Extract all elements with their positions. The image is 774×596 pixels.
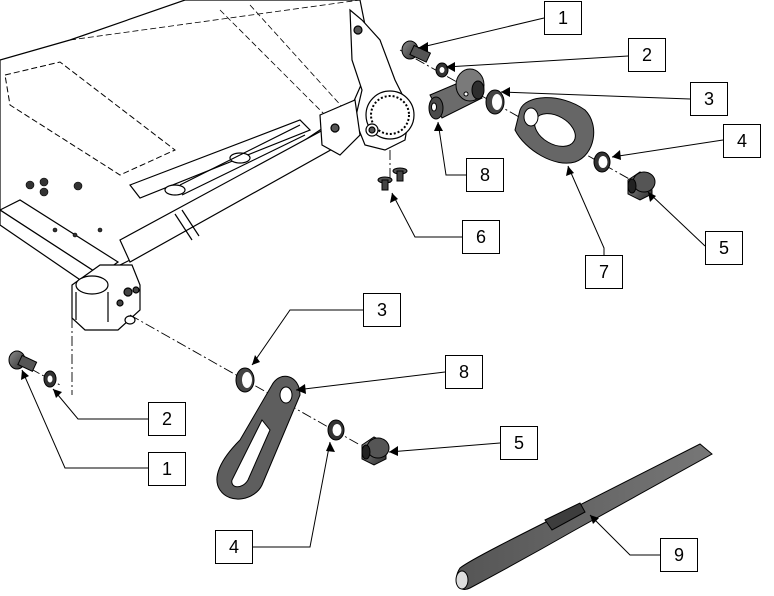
part-4-washer-bottom bbox=[327, 419, 345, 441]
callout-2-bottom: 2 bbox=[148, 402, 186, 436]
callout-1-top: 1 bbox=[544, 1, 582, 35]
callout-9: 9 bbox=[660, 538, 698, 572]
callout-1-bottom: 1 bbox=[148, 452, 186, 486]
part-3-washer-top bbox=[485, 89, 505, 115]
part-2-washer-bottom bbox=[43, 370, 57, 388]
callout-4-top: 4 bbox=[723, 124, 761, 158]
plate-fasteners bbox=[25, 177, 103, 238]
part-6-screws bbox=[377, 167, 408, 191]
callout-5-bottom: 5 bbox=[500, 426, 538, 460]
part-8-link-bracket-bottom bbox=[216, 375, 301, 500]
callout-8-bottom: 8 bbox=[445, 355, 483, 389]
callout-6: 6 bbox=[462, 220, 500, 254]
callout-3-top: 3 bbox=[690, 82, 728, 116]
leader-lines bbox=[21, 17, 724, 556]
callout-7: 7 bbox=[585, 255, 623, 289]
callout-2-top: 2 bbox=[628, 38, 666, 72]
part-9-strap bbox=[455, 443, 713, 590]
front-hinge-bracket bbox=[71, 264, 141, 331]
part-8-axle-pin-top bbox=[428, 68, 485, 120]
callout-3-bottom: 3 bbox=[363, 293, 401, 327]
part-4-washer-top bbox=[593, 151, 611, 173]
part-5-end-cap-top bbox=[627, 171, 656, 201]
part-3-washer-bottom bbox=[235, 367, 255, 393]
part-1-bolt-bottom bbox=[8, 350, 38, 372]
seat-frame bbox=[0, 0, 373, 291]
upper-hinge-casting bbox=[319, 8, 415, 156]
callout-5-top: 5 bbox=[705, 231, 743, 265]
leader-arrowheads bbox=[21, 42, 656, 524]
callout-4-bottom: 4 bbox=[215, 530, 253, 564]
part-5-end-cap-bottom bbox=[361, 436, 390, 466]
callout-8-top: 8 bbox=[466, 158, 504, 192]
part-7-ring-loop bbox=[514, 97, 595, 164]
part-2-washer-top bbox=[435, 62, 449, 78]
